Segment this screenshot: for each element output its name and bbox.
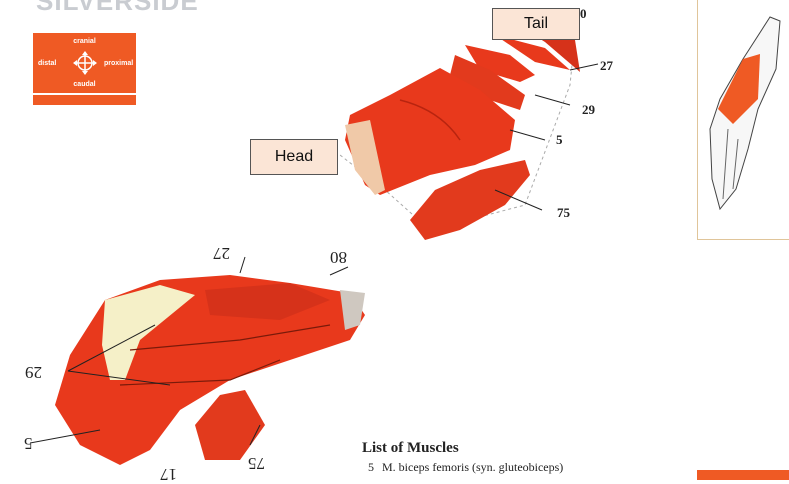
legend-item-text: M. biceps femoris (syn. gluteobiceps) bbox=[382, 460, 563, 475]
label-upper-27: 27 bbox=[600, 58, 613, 74]
orientation-distal: distal bbox=[38, 60, 56, 67]
orientation-proximal: proximal bbox=[104, 60, 133, 67]
label-upper-5: 5 bbox=[556, 132, 563, 148]
label-upper-0: 0 bbox=[580, 6, 587, 22]
label-upper-29: 29 bbox=[582, 102, 595, 118]
orientation-badge: cranial distal proximal caudal bbox=[33, 33, 136, 93]
carcass-thumbnail bbox=[697, 0, 789, 240]
orientation-caudal: caudal bbox=[33, 81, 136, 88]
brand-watermark: SILVERSIDE bbox=[36, 0, 199, 17]
orientation-cranial: cranial bbox=[33, 38, 136, 45]
label-lower-75: 75 bbox=[248, 453, 265, 473]
corner-bar bbox=[697, 470, 789, 480]
label-upper-75: 75 bbox=[557, 205, 570, 221]
lower-muscle-diagram bbox=[30, 245, 380, 480]
orientation-bar bbox=[33, 95, 136, 105]
legend-item-number: 5 bbox=[368, 460, 374, 475]
label-lower-27: 27 bbox=[213, 243, 230, 263]
muscle-75-lower bbox=[195, 390, 265, 460]
label-lower-80: 80 bbox=[330, 247, 347, 267]
label-lower-29: 29 bbox=[25, 362, 42, 382]
label-lower-5: 5 bbox=[24, 433, 33, 453]
callout-head: Head bbox=[250, 139, 338, 175]
callout-tail: Tail bbox=[492, 8, 580, 40]
label-lower-17: 17 bbox=[160, 464, 177, 484]
crosshair-arrows-icon bbox=[73, 51, 97, 75]
legend-title: List of Muscles bbox=[362, 440, 459, 457]
